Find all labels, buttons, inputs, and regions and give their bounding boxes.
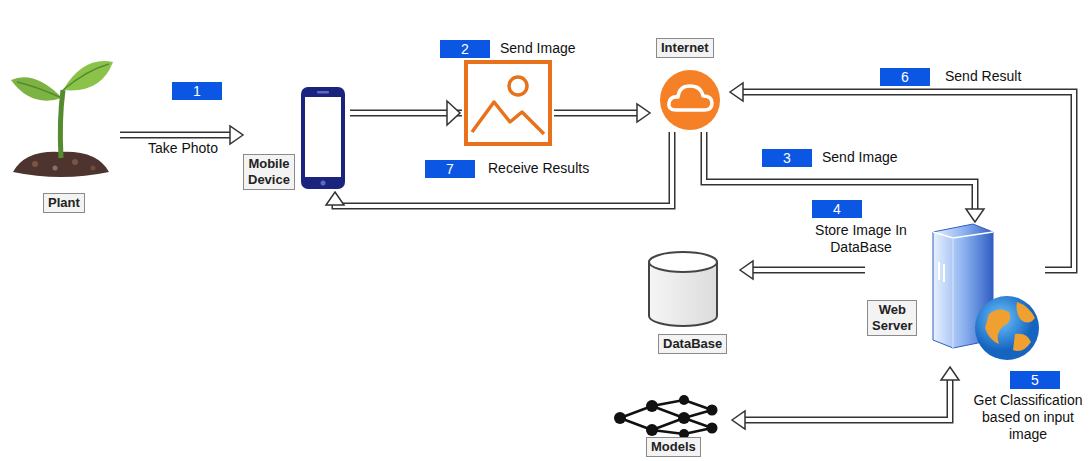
network-icon [612,394,722,440]
edge-label: Receive Results [486,160,591,177]
connector-fill [743,92,1074,270]
server-icon [925,222,1045,367]
connector-fill [120,133,230,137]
internet-node: Internet [650,38,730,132]
database-node: DataBase [640,250,740,362]
node-label: Plant [43,193,85,213]
connector-outline [753,267,865,274]
arrow-heads [740,261,753,279]
callout-number: 1 [172,82,222,100]
arrow-head [732,411,745,429]
image-icon [446,58,554,148]
edge-label: Send Result [943,68,1023,85]
connector [704,132,984,222]
edge-label: Send Image [498,40,578,57]
arrow-head [730,83,743,101]
edge-label: Take Photo [146,140,220,157]
node-label: Web Server [867,300,917,336]
node-label: Internet [656,38,714,58]
arrow-heads [326,192,344,205]
edge-label: Send Image [820,149,900,166]
callout-number: 4 [812,200,862,218]
callout-number: 6 [880,68,930,86]
callout-number: 7 [425,160,475,178]
arrow-heads [732,367,959,429]
step-note: Get Classification based on input image [972,392,1084,443]
connector-fill [704,132,975,209]
mobile-device-node: Mobile Device [243,86,350,192]
connector [732,367,959,429]
database-icon [645,250,721,330]
arrow-heads [637,104,650,122]
callout-number: 2 [440,40,490,58]
arrow-heads [966,209,984,222]
connector-outline [745,380,950,420]
connector-fill [745,380,950,420]
arrow-head [326,192,344,205]
node-label: Models [646,437,701,457]
callout-number: 5 [1010,371,1060,389]
arrow-head [230,126,243,144]
arrow-head [637,104,650,122]
connector-outline [120,132,230,139]
models-node: Models [612,394,732,459]
arrow-head [966,209,984,222]
cloud-icon [658,68,722,132]
arrow-heads [230,126,243,144]
connector-fill [753,268,865,272]
plant-node: Plant [5,50,120,215]
connector-outline [704,132,975,209]
node-label: DataBase [658,334,727,354]
edge-label: Store Image In DataBase [800,222,922,256]
phone-icon [300,86,346,190]
arrow-head [941,367,959,380]
callout-number: 3 [762,149,812,167]
connector-outline [743,92,1074,270]
connector [740,261,865,279]
arrow-head [740,261,753,279]
node-label: Mobile Device [243,154,295,190]
arrow-heads [730,83,743,101]
connector [730,83,1074,270]
plant-icon [5,50,117,190]
